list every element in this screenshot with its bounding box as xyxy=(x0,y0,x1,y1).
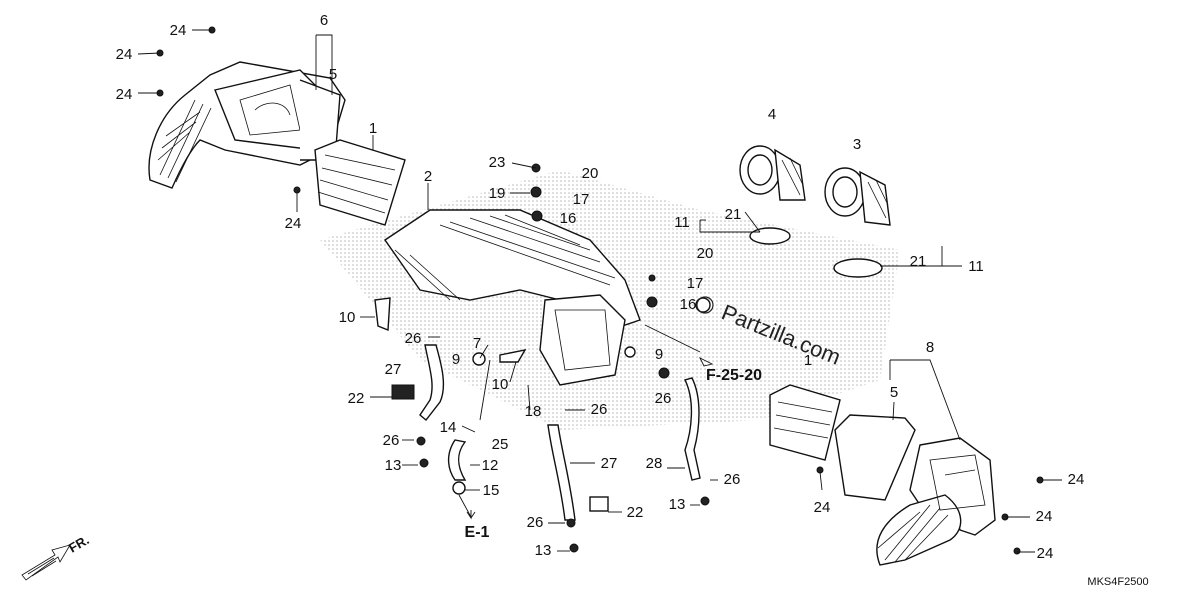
air-filter-element-right xyxy=(769,384,841,461)
callout-label: 24 xyxy=(1036,508,1053,525)
callout-label: 21 xyxy=(725,206,742,223)
callout-label: 10 xyxy=(492,376,509,393)
drawing-code: MKS4F2500 xyxy=(1087,576,1148,588)
drain-tubes xyxy=(419,344,701,521)
callout-label: 27 xyxy=(385,361,402,378)
leader-lines xyxy=(137,29,1062,553)
callout-label: 20 xyxy=(697,245,714,262)
front-arrow-icon xyxy=(21,544,71,581)
callout-label: 23 xyxy=(489,154,506,171)
gasket-right xyxy=(834,414,916,501)
callout-label: 8 xyxy=(926,339,934,356)
front-label: FR. xyxy=(66,532,92,555)
callout-label: 17 xyxy=(573,191,590,208)
callout-label: 11 xyxy=(968,258,984,275)
callout-label: 14 xyxy=(440,419,457,436)
callout-label: 13 xyxy=(385,457,402,474)
airbox-housing xyxy=(384,209,641,386)
reference-labels: F-25-20 E-1 xyxy=(465,356,762,541)
callout-label: 24 xyxy=(285,215,302,232)
callout-label: 11 xyxy=(674,214,690,231)
callout-label: 5 xyxy=(329,66,337,83)
callout-label: 12 xyxy=(482,457,499,474)
callout-label: 9 xyxy=(452,351,460,368)
callout-label: 26 xyxy=(383,432,400,449)
callout-label: 4 xyxy=(768,106,776,123)
callout-label: 21 xyxy=(910,253,927,270)
callout-label: 2 xyxy=(424,168,432,185)
callout-label: 13 xyxy=(535,542,552,559)
callout-label: 17 xyxy=(687,275,704,292)
callout-label: 16 xyxy=(680,296,697,313)
callout-label: 9 xyxy=(655,346,663,363)
callout-label: 22 xyxy=(348,390,365,407)
callout-label: 3 xyxy=(853,136,861,153)
callout-label: 26 xyxy=(591,401,608,418)
callout-label: 26 xyxy=(405,330,422,347)
left-intake-duct xyxy=(148,61,346,189)
callout-label: 24 xyxy=(116,86,133,103)
callout-label: 18 xyxy=(525,403,542,420)
callout-numbers: 24 24 24 6 5 1 2 24 23 20 19 17 16 4 3 1… xyxy=(116,12,1085,562)
callout-label: 24 xyxy=(170,22,187,39)
callout-label: 24 xyxy=(1037,545,1054,562)
callout-label: 26 xyxy=(527,514,544,531)
reference-e-1: E-1 xyxy=(465,524,490,541)
front-direction: FR. xyxy=(21,532,92,581)
callout-label: 26 xyxy=(655,390,672,407)
callout-label: 16 xyxy=(560,210,577,227)
callout-label: 5 xyxy=(890,384,898,401)
callout-label: 28 xyxy=(646,455,663,472)
callout-label: 19 xyxy=(489,185,506,202)
callout-label: 24 xyxy=(116,46,133,63)
callout-label: 24 xyxy=(814,499,831,516)
callout-label: 27 xyxy=(601,455,618,472)
callout-label: 13 xyxy=(669,496,686,513)
callout-label: 1 xyxy=(369,120,377,137)
callout-label: 6 xyxy=(320,12,328,29)
intake-boot-3 xyxy=(824,167,891,226)
callout-label: 10 xyxy=(339,309,356,326)
callout-label: 7 xyxy=(473,335,481,352)
callout-label: 15 xyxy=(483,482,500,499)
reference-f-25-20: F-25-20 xyxy=(706,367,762,384)
callout-label: 25 xyxy=(492,436,509,453)
small-hardware xyxy=(156,26,1044,555)
callout-label: 24 xyxy=(1068,471,1085,488)
air-filter-element-top xyxy=(314,139,406,226)
intake-boot-4 xyxy=(739,145,806,201)
callout-label: 26 xyxy=(724,471,741,488)
callout-label: 1 xyxy=(804,352,812,369)
callout-label: 20 xyxy=(582,165,599,182)
right-intake-duct xyxy=(876,437,996,566)
callout-label: 22 xyxy=(627,504,644,521)
